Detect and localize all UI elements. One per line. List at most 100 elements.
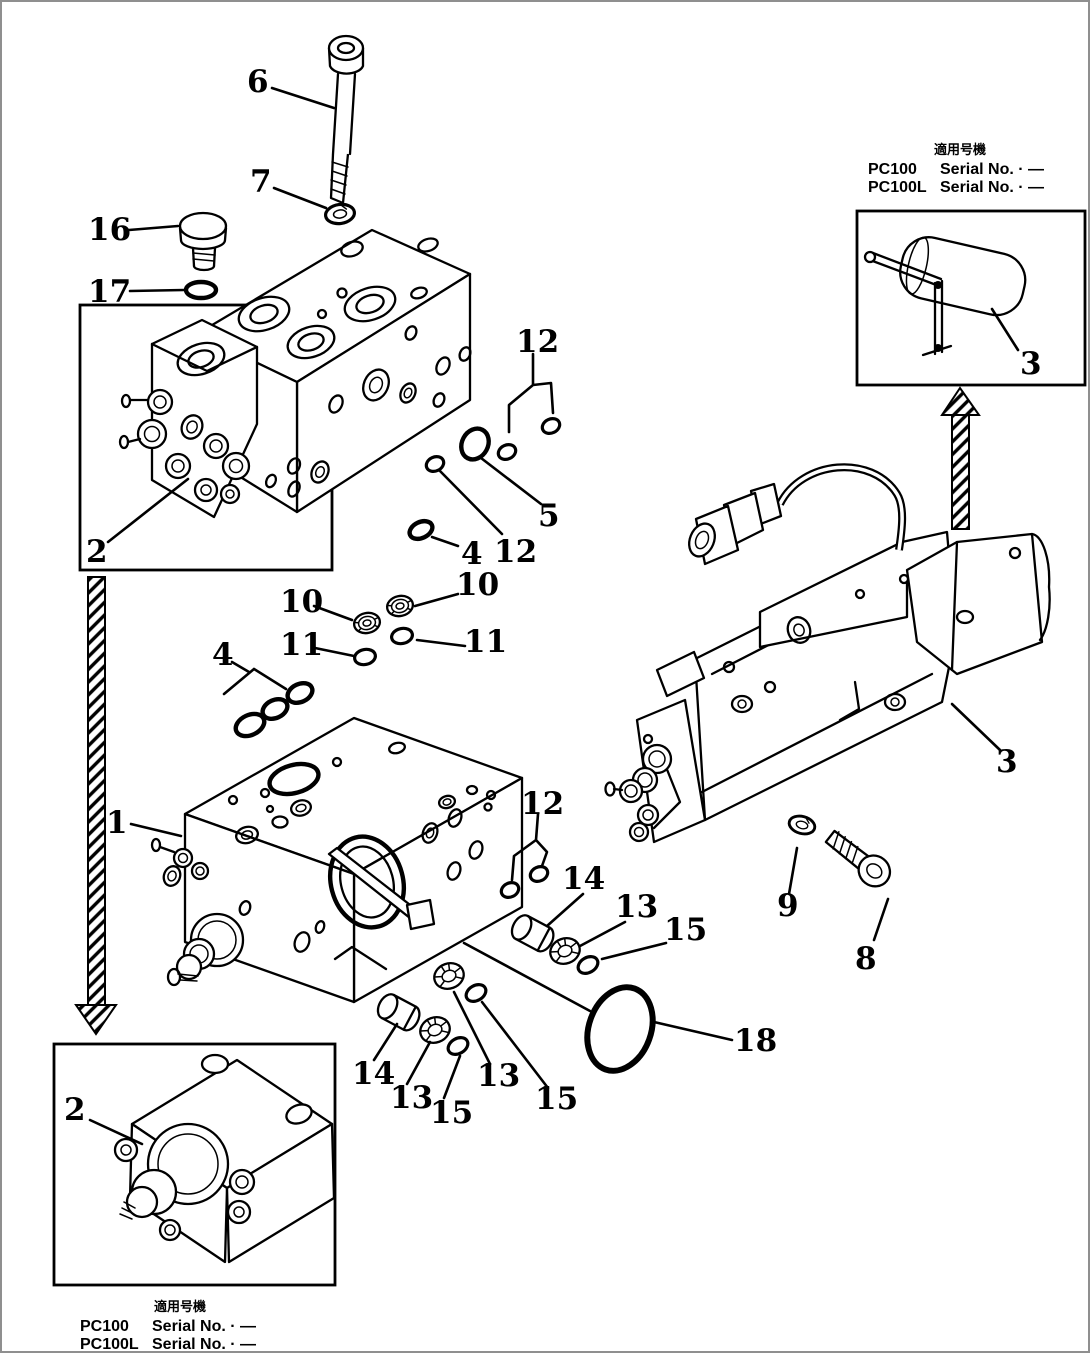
end-plug-cluster — [150, 837, 245, 987]
plate-hole — [642, 733, 654, 745]
leader-16 — [127, 224, 180, 232]
callout-1: 1 — [106, 805, 128, 841]
oring-11-drawing — [388, 624, 416, 648]
oring-4-set-drawing — [233, 680, 315, 739]
face-hole — [446, 861, 462, 881]
edge-notch — [340, 240, 364, 258]
oring-11-drawing — [351, 645, 379, 669]
leader-11 — [415, 638, 467, 648]
port-hole — [259, 787, 271, 799]
face-hole — [264, 473, 278, 489]
callout-13: 13 — [615, 889, 658, 925]
callout-14: 14 — [562, 861, 605, 897]
washer-7-drawing — [322, 200, 358, 228]
leader-14 — [545, 892, 585, 928]
placement-line-18 — [462, 941, 592, 1013]
spool-rod-end — [405, 898, 436, 931]
oring-12-drawing — [494, 440, 520, 464]
callout-10: 10 — [280, 584, 323, 620]
oring-18-drawing — [584, 984, 656, 1074]
port-fittings-cluster — [604, 743, 682, 843]
serial-heading: 適用号機 — [154, 1299, 206, 1315]
body-step — [838, 680, 861, 722]
leader-12-bottom — [510, 812, 549, 882]
face-hole — [287, 480, 301, 498]
serial-model: PC100L — [80, 1336, 139, 1353]
face-hole — [286, 457, 302, 475]
body-hole — [730, 694, 754, 714]
cap-bolt — [1008, 546, 1022, 560]
cable-connector-drawing — [688, 482, 783, 566]
leader-17 — [128, 288, 186, 293]
leader-15 — [600, 941, 668, 961]
valve-fittings-cluster — [118, 388, 251, 505]
leader-13 — [452, 990, 492, 1066]
leader-12-top — [507, 352, 555, 434]
callout-12: 12 — [494, 534, 537, 570]
inset-frame — [52, 1042, 337, 1287]
bore-ring — [328, 834, 406, 930]
bore-ring-inner — [339, 845, 395, 919]
bolt-6-drawing — [327, 34, 365, 205]
callout-10: 10 — [456, 567, 499, 603]
leader-14 — [372, 1022, 399, 1062]
port-hole — [336, 287, 348, 299]
inset-box-top-right: 3 — [855, 209, 1087, 387]
port-hole — [316, 308, 328, 320]
leader-2-inset — [88, 1118, 144, 1146]
main-valve-body-drawing — [150, 716, 524, 1004]
serial-number: Serial No. · — — [940, 179, 1044, 196]
callout-6: 6 — [247, 64, 269, 100]
leader-13 — [405, 1040, 432, 1086]
body-hole — [722, 660, 736, 674]
solenoid-cable-drawing — [776, 463, 907, 551]
leader-13 — [578, 920, 627, 948]
leader-11 — [313, 646, 356, 658]
body-port — [786, 616, 812, 644]
coil-edge — [950, 540, 959, 672]
callout-18: 18 — [734, 1023, 777, 1059]
inset-frame — [855, 209, 1087, 387]
callout-17: 17 — [88, 274, 131, 310]
serial-model: PC100 — [868, 161, 917, 178]
port-hole — [271, 815, 289, 829]
serial-heading: 適用号機 — [934, 142, 986, 158]
leader-8 — [872, 897, 890, 942]
leader-10 — [312, 604, 354, 622]
leader-18 — [652, 1020, 734, 1042]
bracket-hole — [854, 588, 866, 600]
port-hole — [227, 794, 239, 806]
port-hole — [483, 802, 493, 812]
port-hole — [465, 784, 479, 796]
leader-12-single — [438, 469, 504, 536]
leader-1 — [129, 822, 183, 838]
face-hole — [435, 356, 451, 376]
bolt-8-drawing — [824, 829, 892, 888]
callout-13: 13 — [477, 1058, 520, 1094]
face-hole — [238, 900, 252, 916]
leader-4-single — [430, 535, 460, 548]
leader-2 — [106, 477, 190, 544]
callout-5: 5 — [538, 498, 560, 534]
leader-7 — [272, 186, 328, 210]
serial-number: Serial No. · — — [940, 161, 1044, 178]
body-hole — [883, 692, 907, 712]
callout-7: 7 — [250, 164, 272, 200]
item2-valve-drawing-upper — [118, 318, 259, 519]
solenoid-inset-drawing — [863, 236, 1027, 357]
top-fitting — [289, 799, 313, 817]
callout-4: 4 — [212, 637, 234, 673]
face-fitting — [421, 822, 439, 844]
callout-2: 2 — [86, 534, 108, 570]
face-hole — [447, 808, 463, 828]
oring-5-drawing — [459, 426, 491, 462]
oring-17-drawing — [183, 279, 219, 301]
face-hole — [432, 392, 446, 408]
oring-12-drawing — [526, 862, 552, 886]
mount-face-edge — [333, 945, 388, 971]
face-hole — [404, 325, 418, 341]
nut-13-drawing — [415, 1011, 455, 1049]
oring-12-drawing — [422, 452, 448, 476]
body-hole — [763, 680, 777, 694]
